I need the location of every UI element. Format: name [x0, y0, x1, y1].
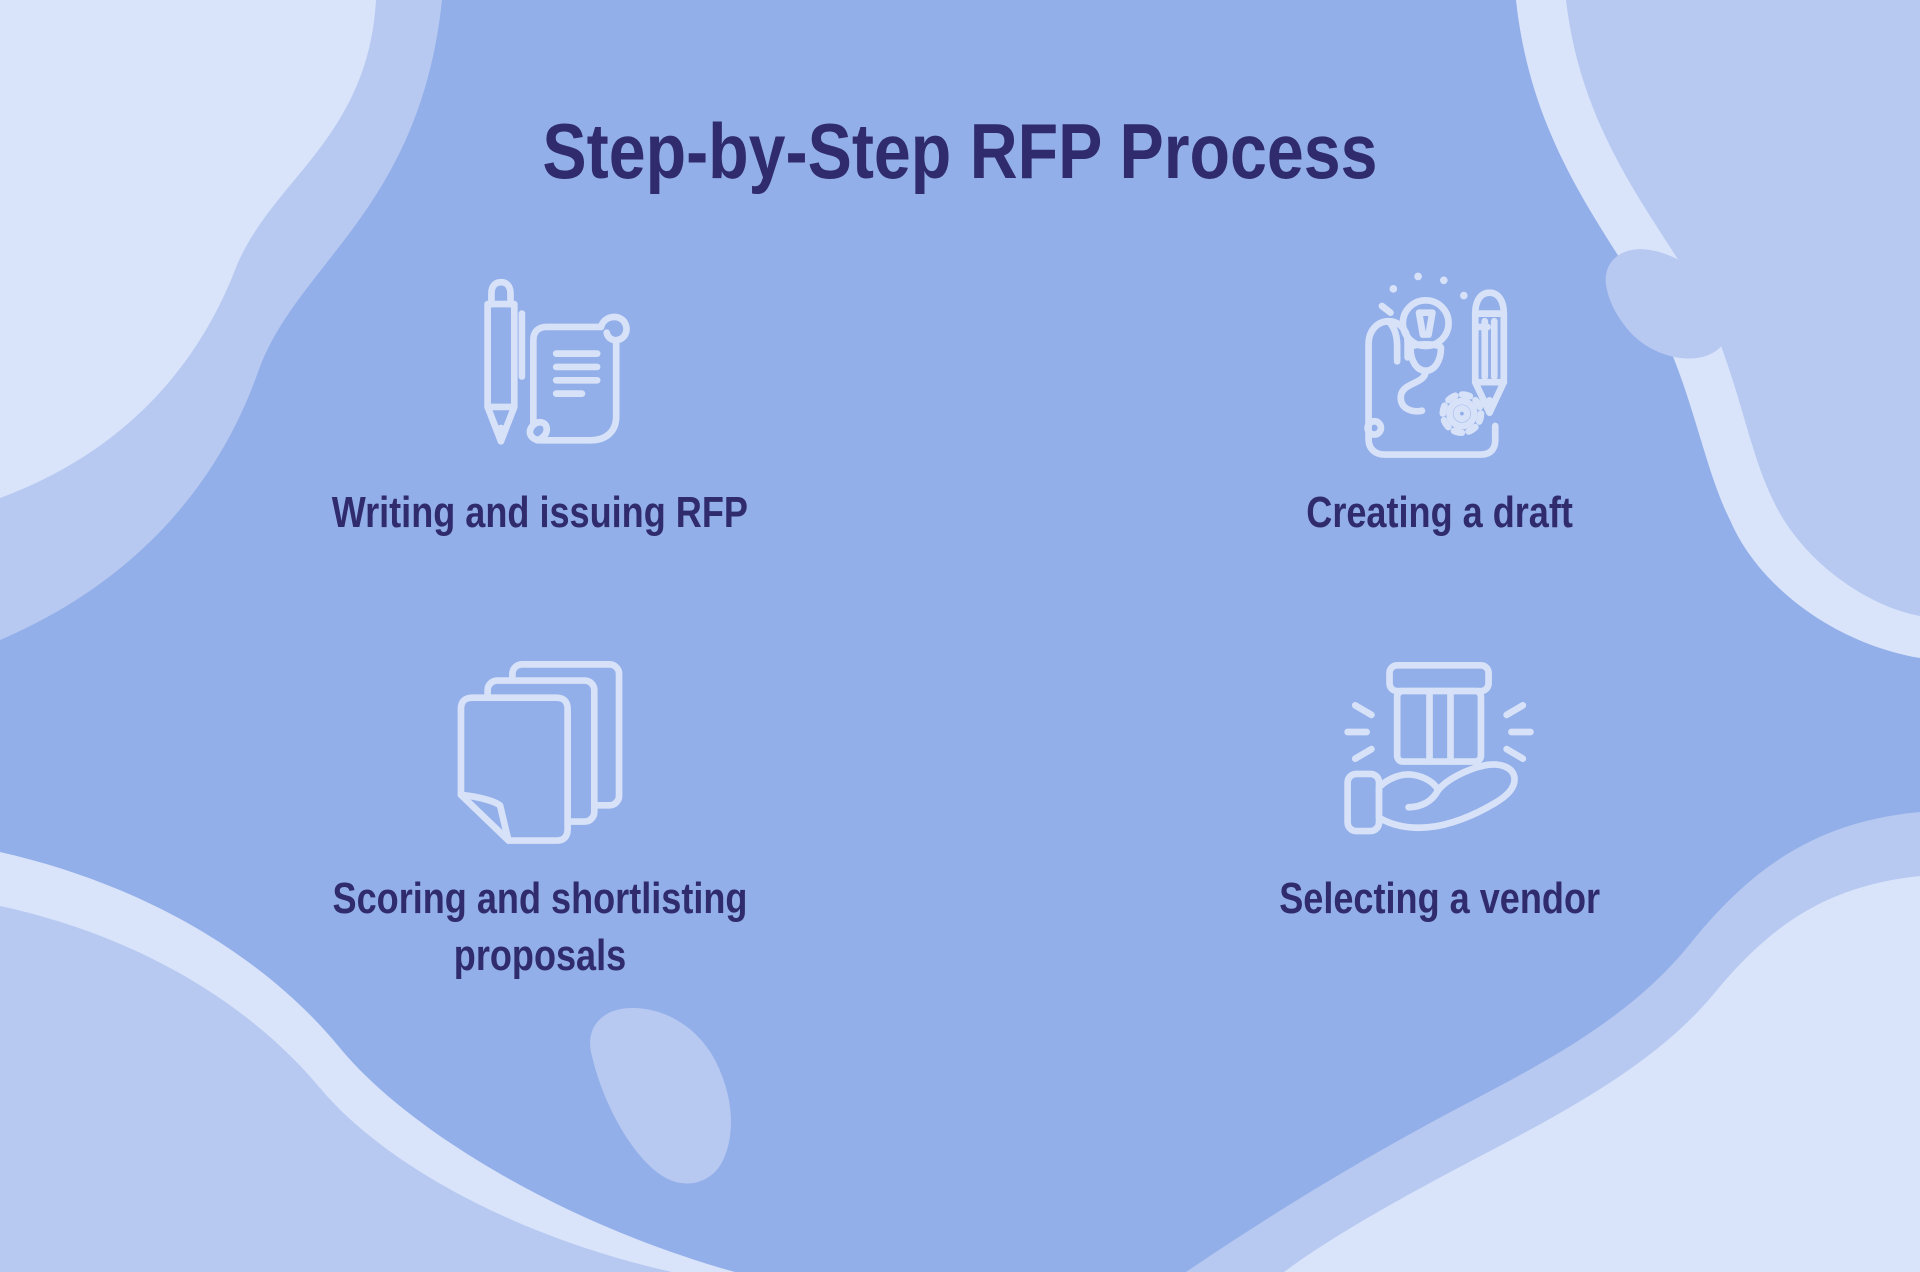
step-selecting-a-vendor: Selecting a vendor: [1140, 652, 1740, 927]
pen-and-scroll-icon: [484, 278, 630, 445]
blueprint-bulb-pencil-icon: [1364, 272, 1508, 458]
step-creating-a-draft: Creating a draft: [1140, 266, 1740, 541]
step-writing-and-issuing-rfp: Writing and issuing RFP: [240, 266, 840, 541]
blob-bottom-left: [0, 852, 735, 1272]
blob-top-left: [0, 0, 442, 640]
step-label-creating-a-draft: Creating a draft: [1306, 488, 1574, 537]
bean-blob-bottom-center: [590, 1008, 731, 1184]
stacked-documents-icon: [457, 661, 623, 844]
blob-bottom-right: [1186, 812, 1920, 1272]
step-scoring-and-shortlisting: Scoring and shortlisting proposals: [240, 652, 840, 984]
step-label-selecting-a-vendor: Selecting a vendor: [1279, 874, 1601, 923]
page-title: Step-by-Step RFP Process: [542, 107, 1378, 195]
bean-blob-top-right: [1605, 249, 1730, 359]
step-label-scoring-and-shortlisting: Scoring and shortlisting proposals: [332, 874, 748, 981]
hand-holding-package-icon: [1344, 662, 1534, 835]
step-label-writing-and-issuing-rfp: Writing and issuing RFP: [331, 488, 749, 537]
